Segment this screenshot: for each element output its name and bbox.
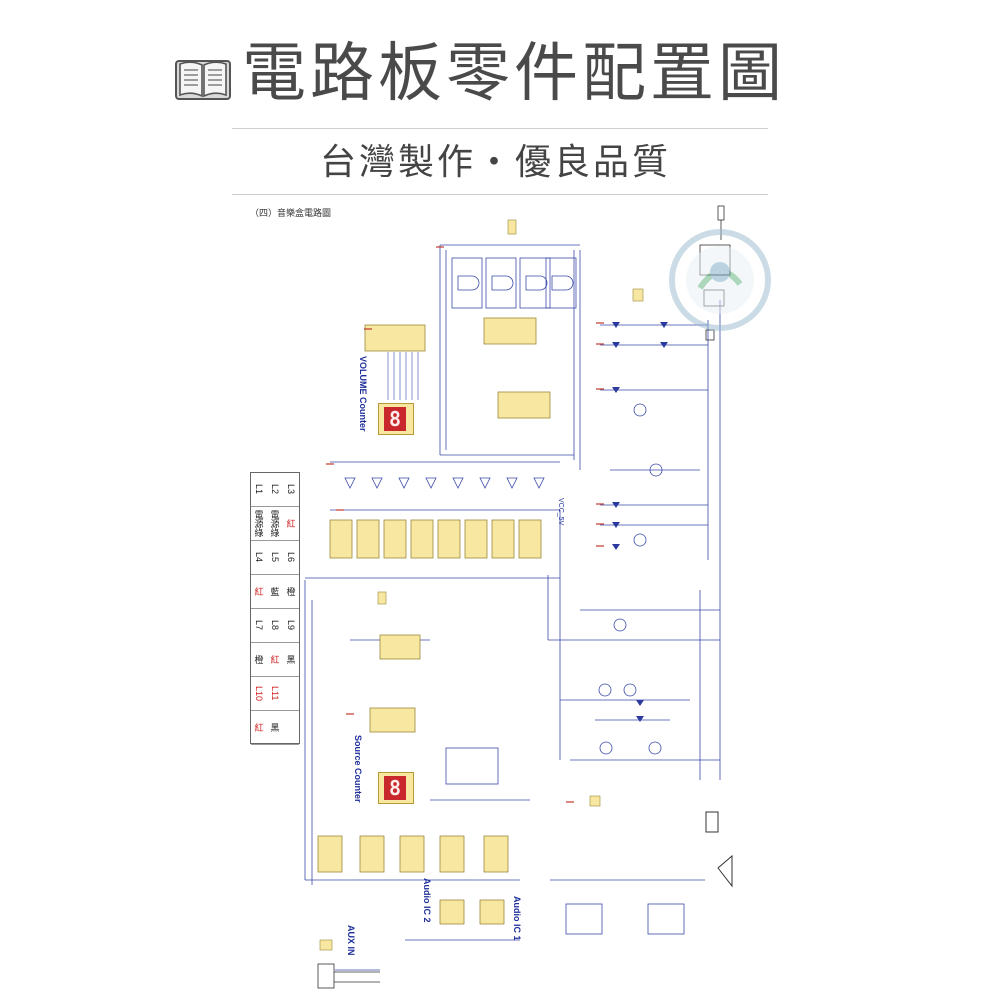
audio-ic1-label: Audio IC 1 bbox=[512, 896, 522, 941]
led-table-cell: L8 bbox=[267, 609, 283, 643]
led-table-cell: 紅 bbox=[283, 507, 299, 541]
page-title: 電路板零件配置圖 bbox=[242, 37, 786, 111]
led-table-cell: 紅 bbox=[251, 711, 267, 745]
led-table-cell: L3 bbox=[283, 473, 299, 507]
title-divider bbox=[232, 128, 768, 129]
circuit-schematic bbox=[304, 205, 733, 989]
aux-in-label: AUX IN bbox=[346, 925, 356, 956]
source-display-digit: 8 bbox=[384, 776, 406, 800]
led-table-cell: 電源綠 bbox=[267, 507, 283, 541]
schematic-heading: （四）音樂盒電路圖 bbox=[250, 209, 332, 219]
led-table-cell: 電源綠 bbox=[251, 507, 267, 541]
led-table-cell: L1 bbox=[251, 473, 267, 507]
led-table-cell: L4 bbox=[251, 541, 267, 575]
led-table-cell bbox=[283, 677, 299, 711]
led-table-cell bbox=[283, 711, 299, 745]
source-counter-label: Source Counter bbox=[353, 735, 363, 803]
led-table-cell: L9 bbox=[283, 609, 299, 643]
volume-seven-segment-display: 8 bbox=[378, 403, 414, 435]
book-icon bbox=[175, 60, 231, 100]
certification-seal-icon bbox=[669, 229, 771, 331]
led-table-cell: L2 bbox=[267, 473, 283, 507]
led-table-cell: 橙 bbox=[251, 643, 267, 677]
led-table-cell: 紅 bbox=[267, 643, 283, 677]
led-table-cell: L11 bbox=[267, 677, 283, 711]
led-table-cell: L7 bbox=[251, 609, 267, 643]
subtitle-divider bbox=[232, 194, 768, 195]
led-table-cell: 藍 bbox=[267, 575, 283, 609]
volume-display-digit: 8 bbox=[384, 407, 406, 431]
led-table-cell: L5 bbox=[267, 541, 283, 575]
led-table-cell: L10 bbox=[251, 677, 267, 711]
led-table-cell: 橙 bbox=[283, 575, 299, 609]
led-table-cell: 黑 bbox=[267, 711, 283, 745]
audio-ic2-label: Audio IC 2 bbox=[422, 878, 432, 923]
led-table-cell: 黑 bbox=[283, 643, 299, 677]
page-header: 電路板零件配置圖 台灣製作・優良品質 bbox=[0, 0, 1000, 200]
vcc-label: VCC_5V bbox=[557, 498, 564, 526]
led-table-cell: L6 bbox=[283, 541, 299, 575]
source-seven-segment-display: 8 bbox=[378, 772, 414, 804]
page-subtitle: 台灣製作・優良品質 bbox=[320, 142, 672, 183]
led-table-cell: 紅 bbox=[251, 575, 267, 609]
volume-counter-label: VOLUME Counter bbox=[358, 356, 368, 432]
